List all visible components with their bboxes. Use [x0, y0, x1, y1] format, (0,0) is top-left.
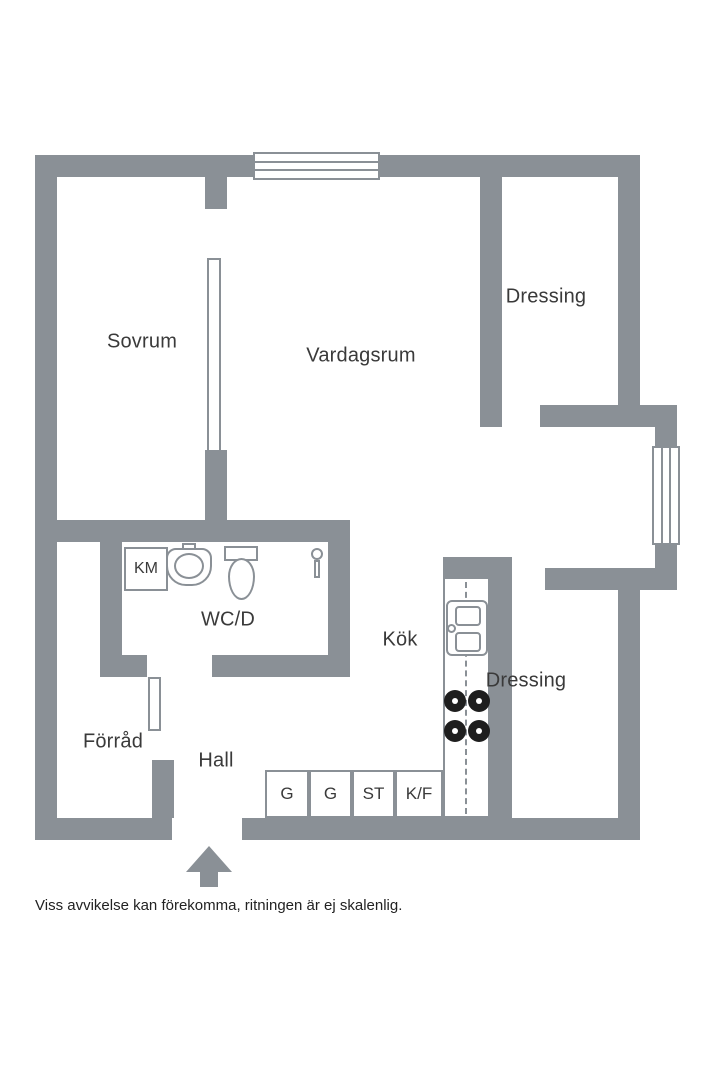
wall-wcd-right	[328, 542, 350, 677]
counter-unit-kf: K/F	[395, 770, 443, 818]
room-label-wcd: WC/D	[200, 608, 256, 631]
wall-storage-stub	[152, 760, 174, 818]
washing-machine: KM	[124, 547, 168, 591]
room-label-hall: Hall	[198, 749, 234, 772]
wall-dressing-top-left	[480, 177, 502, 427]
counter-unit-g1: G	[265, 770, 309, 818]
wall-bay-right-upper	[655, 405, 677, 447]
room-label-dressing-right: Dressing	[485, 669, 567, 692]
room-label-kok: Kök	[382, 628, 418, 651]
wcd-door-icon	[148, 677, 161, 731]
room-label-forrad: Förråd	[82, 730, 144, 753]
wall-wcd-bottom-right	[212, 655, 350, 677]
wall-bedroom-top-stub	[205, 177, 227, 209]
window-top-icon	[253, 152, 380, 180]
wall-wcd-bottom-left	[100, 655, 147, 677]
wall-outer-bottom-left	[35, 818, 172, 840]
wall-bay-top	[540, 405, 677, 427]
wall-kitchen-dressing	[490, 557, 512, 818]
wall-outer-bottom-right	[242, 818, 640, 840]
entrance-arrow-icon	[186, 846, 232, 887]
wall-bedroom-bottom	[57, 520, 350, 542]
wall-outer-right-lower	[618, 568, 640, 840]
room-label-dressing-top: Dressing	[505, 285, 587, 308]
wall-outer-top-left	[35, 155, 253, 177]
wall-bedroom-lower	[205, 450, 227, 542]
room-label-sovrum: Sovrum	[106, 330, 178, 353]
counter-divider-dashed	[465, 582, 467, 814]
wall-outer-right-upper	[618, 155, 640, 427]
counter-unit-st: ST	[352, 770, 395, 818]
sliding-door-icon	[207, 258, 221, 452]
disclaimer-text: Viss avvikelse kan förekomma, ritningen …	[35, 897, 403, 914]
room-label-vardagsrum: Vardagsrum	[306, 344, 416, 367]
wall-bay-bottom	[545, 568, 677, 590]
wall-outer-left	[35, 155, 57, 840]
wall-wcd-left	[100, 542, 122, 677]
wall-outer-top-right	[380, 155, 640, 177]
window-right-icon	[652, 446, 680, 545]
wall-kitchen-cap	[443, 557, 512, 577]
counter-unit-g2: G	[309, 770, 352, 818]
